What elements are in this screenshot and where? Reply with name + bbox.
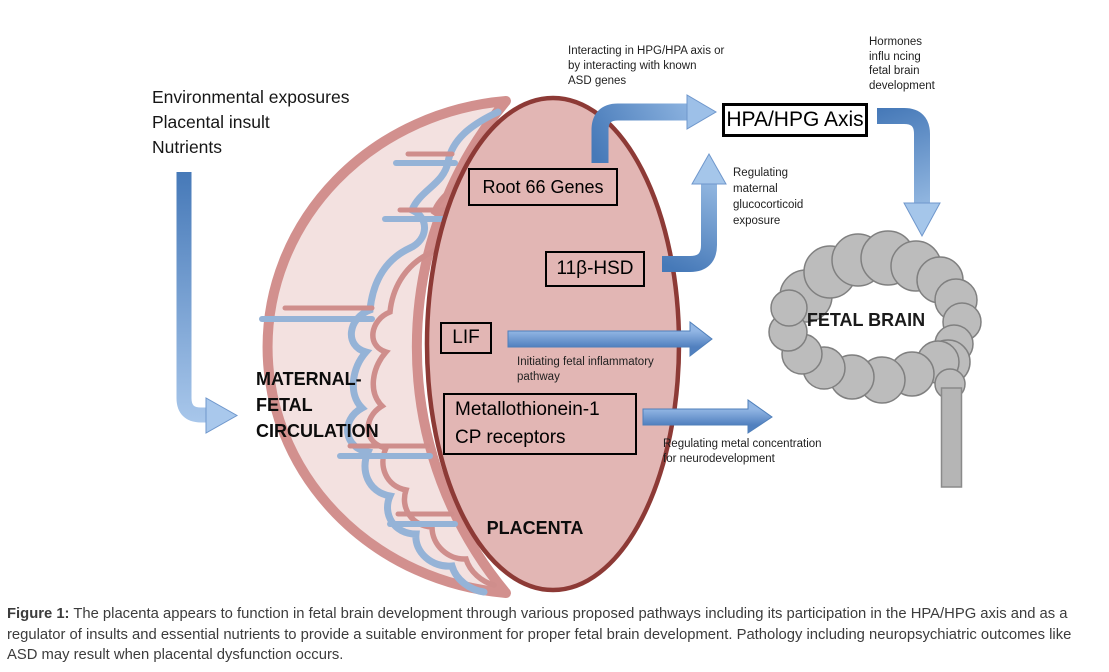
vessel-blue-wave: [344, 108, 502, 596]
arrow-metal-right: [642, 399, 773, 434]
figure-caption-text: The placenta appears to function in feta…: [7, 606, 1072, 663]
arrow-inputs-down: [176, 172, 239, 434]
diagram-artwork: [176, 94, 982, 598]
arrow-hsd-up: [662, 152, 727, 272]
annotation-hpg-hpa-interaction: Interacting in HPG/HPA axis or by intera…: [568, 45, 725, 87]
placenta-label: PLACENTA: [486, 518, 584, 538]
maternal-circulation-crescent: [262, 96, 511, 598]
figure-caption: Figure 1: The placenta appears to functi…: [7, 604, 1104, 666]
hsd-box: 11β-HSD: [545, 251, 645, 287]
arrow-placenta-to-hpa: [591, 94, 717, 163]
maternal-circulation-label: MATERNAL- FETAL CIRCULATION: [256, 369, 379, 441]
root66-genes-box: Root 66 Genes: [468, 168, 618, 206]
annotation-hormones: Hormones influ ncing fetal brain develop…: [869, 36, 935, 92]
annotation-inflammatory-pathway: Initiating fetal inflammatory pathway: [517, 356, 654, 383]
inputs-text: Environmental exposures Placental insult…: [152, 87, 350, 157]
fetal-brain-label: FETAL BRAIN: [806, 310, 926, 330]
annotation-metal-concentration: Regulating metal concentration for neuro…: [663, 438, 822, 465]
hpa-hpg-axis-box: HPA/HPG Axis: [722, 103, 868, 137]
vessel-branches: [259, 151, 458, 527]
arrow-lif-right: [507, 320, 713, 358]
annotation-glucocorticoid: Regulating maternal glucocorticoid expos…: [733, 167, 804, 227]
lif-box: LIF: [440, 322, 492, 354]
spinal-cord-shape: [940, 387, 963, 488]
metallothionein-box: Metallothionein-1 CP receptors: [443, 393, 637, 455]
arrow-hpa-to-brain: [877, 108, 941, 238]
figure-caption-label: Figure 1:: [7, 606, 70, 622]
